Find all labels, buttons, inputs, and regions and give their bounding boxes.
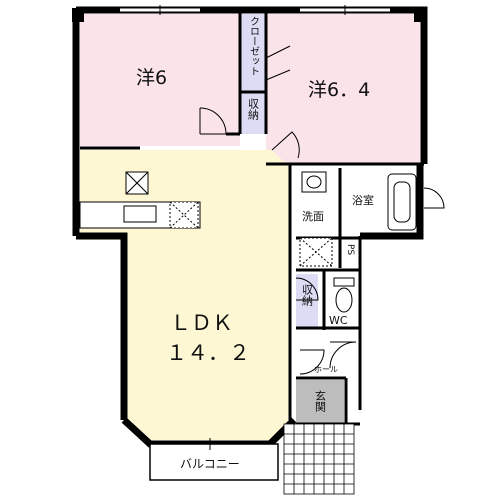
- ldk-size-label: １４．２: [166, 341, 250, 365]
- wc-label: WC: [329, 314, 348, 327]
- kitchen-fixtures: [79, 171, 201, 229]
- balcony-outline: [149, 443, 279, 481]
- corner-block-left: [72, 8, 84, 22]
- storage-upper-label: 収納: [247, 98, 260, 121]
- closet-label: クローゼット: [248, 16, 260, 76]
- ldk-fill: [80, 150, 290, 440]
- ldk-name-label: ＬＤＫ: [170, 311, 233, 335]
- storage-lower-fill: [296, 274, 318, 328]
- entrance-fill: [296, 380, 344, 424]
- porch-grid: [283, 423, 355, 495]
- western-room-left-label: 洋6: [136, 67, 167, 89]
- washroom-label: 洗面: [302, 210, 324, 223]
- bath-fixtures: [299, 171, 417, 313]
- ps-label: PS: [345, 244, 355, 255]
- balcony-label: バルコニー: [180, 457, 240, 471]
- storage-upper-fill: [240, 92, 266, 134]
- corner-block-right: [414, 8, 426, 22]
- western-room-right-label: 洋6．4: [308, 79, 370, 101]
- hall-label: ホール: [314, 365, 338, 374]
- western-room-right-fill: [266, 14, 420, 164]
- window-marks: [120, 5, 390, 15]
- closet-fill: [240, 14, 266, 92]
- storage-lower-label: 収納: [301, 284, 314, 307]
- entrance-label: 玄関: [314, 389, 327, 412]
- western-room-left-fill: [80, 14, 240, 146]
- bathroom-label: 浴室: [352, 193, 374, 207]
